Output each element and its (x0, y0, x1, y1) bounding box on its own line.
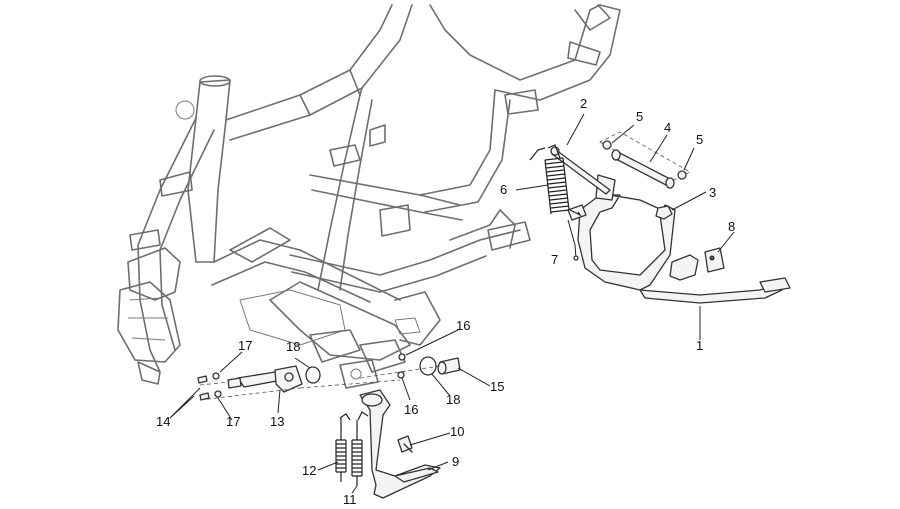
callout-13: 13 (270, 414, 284, 429)
callout-17-lower: 17 (226, 414, 240, 429)
circlip-right (419, 356, 437, 376)
callout-12: 12 (302, 463, 316, 478)
callout-9: 9 (452, 454, 459, 469)
callout-18-right: 18 (446, 392, 460, 407)
stand-bush-left (602, 140, 612, 150)
pivot-nut-lower (397, 371, 405, 379)
callout-8: 8 (728, 219, 735, 234)
callout-1: 1 (696, 338, 703, 353)
stand-bush-right (677, 170, 687, 180)
stand-spacer-pin (599, 131, 691, 189)
callout-11: 11 (343, 492, 357, 507)
side-stand-pivot-bolt (359, 357, 461, 379)
stand-nut (655, 205, 673, 220)
side-stand-switch (199, 365, 401, 401)
callout-5-left: 5 (636, 109, 643, 124)
callout-5-right: 5 (696, 132, 703, 147)
centre-stand-spring-outer (529, 147, 570, 215)
side-stand (359, 389, 441, 499)
switch-washer-lower (214, 390, 222, 398)
callout-4: 4 (664, 120, 671, 135)
callout-14: 14 (156, 414, 170, 429)
switch-washer-upper (212, 372, 220, 380)
centre-stand (567, 174, 791, 304)
side-stand-spring-right (351, 411, 369, 486)
callout-17-upper: 17 (238, 338, 252, 353)
centre-stand-spring-inner (547, 144, 582, 261)
callout-16-lower: 16 (404, 402, 418, 417)
leader-lines (169, 113, 735, 494)
callout-7: 7 (551, 252, 558, 267)
callout-16-upper: 16 (456, 318, 470, 333)
callout-3: 3 (709, 185, 716, 200)
callout-labels: 1 2 3 4 5 5 6 7 8 9 10 11 12 13 14 15 16… (156, 96, 735, 507)
callout-15: 15 (490, 379, 504, 394)
circlip-left (305, 366, 321, 384)
pivot-nut-upper (398, 353, 406, 361)
callout-18-left: 18 (286, 339, 300, 354)
scooter-frame (117, 4, 621, 389)
callout-2: 2 (580, 96, 587, 111)
stand-bracket (669, 247, 725, 281)
side-stand-bolt (397, 435, 413, 453)
callout-6: 6 (500, 182, 507, 197)
switch-screw-lower (199, 392, 210, 401)
switch-screw-upper (197, 375, 208, 384)
callout-10: 10 (450, 424, 464, 439)
side-stand-spring-left (335, 413, 351, 482)
